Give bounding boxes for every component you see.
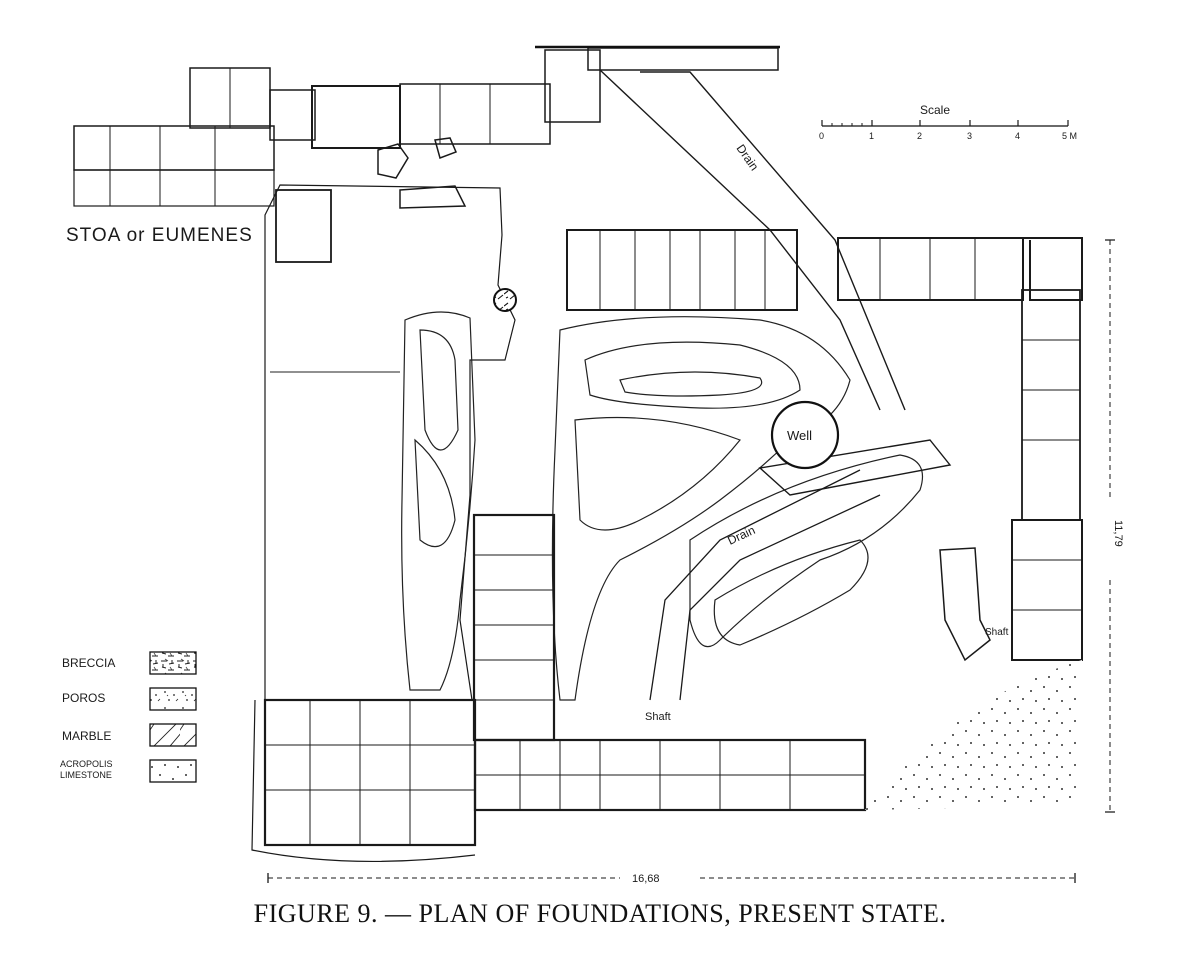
legend-label-marble: MARBLE: [62, 729, 111, 743]
drain-label-lower: Drain: [725, 523, 757, 548]
scale-tick-1: 1: [869, 131, 874, 141]
breccia-block-row-upper: [566, 229, 798, 311]
width-dimension-label: 16,68: [632, 873, 660, 885]
scale-tick-3: 3: [967, 131, 972, 141]
drain-label-upper: Drain: [734, 142, 762, 174]
shaft-label-bottom: Shaft: [645, 711, 671, 723]
scale-title: Scale: [920, 103, 950, 117]
bedrock-contours: [401, 311, 924, 701]
acropolis-limestone-ground: [264, 184, 517, 701]
width-dimension: 16,68: [267, 873, 1076, 885]
scale-tick-2: 2: [917, 131, 922, 141]
scale-bar: Scale 0 1 2 3 4 5 M: [819, 103, 1077, 141]
legend-swatch-poros: [149, 687, 197, 711]
scale-tick-4: 4: [1015, 131, 1020, 141]
scale-tick-0: 0: [819, 131, 824, 141]
stoa-of-eumenes-wall: [73, 45, 780, 209]
shaft-label-right: Shaft: [985, 627, 1009, 638]
south-wall: [251, 660, 1082, 862]
central-breccia-column: [472, 513, 556, 742]
legend-label-acropolis-limestone: ACROPOLIS LIMESTONE: [60, 759, 115, 780]
drain-channels: [599, 69, 952, 701]
stoa-of-eumenes-label: STOA or EUMENES: [66, 225, 253, 246]
material-legend: BRECCIA POROS MARBLE ACROPOLIS LIMESTONE: [60, 651, 197, 783]
well-label: Well: [787, 428, 812, 443]
well: [770, 400, 840, 470]
scale-tick-5: 5 M: [1062, 131, 1077, 141]
figure-caption: FIGURE 9. — PLAN OF FOUNDATIONS, PRESENT…: [254, 899, 947, 928]
height-dimension: 11,79: [1105, 239, 1124, 813]
legend-swatch-breccia: [149, 651, 197, 675]
height-dimension-label: 11,79: [1112, 520, 1124, 547]
east-wall: [837, 237, 1083, 662]
legend-swatch-limestone: [149, 759, 197, 783]
legend-label-breccia: BRECCIA: [62, 656, 115, 670]
legend-label-poros: POROS: [62, 691, 105, 705]
legend-swatch-marble: [149, 723, 197, 747]
